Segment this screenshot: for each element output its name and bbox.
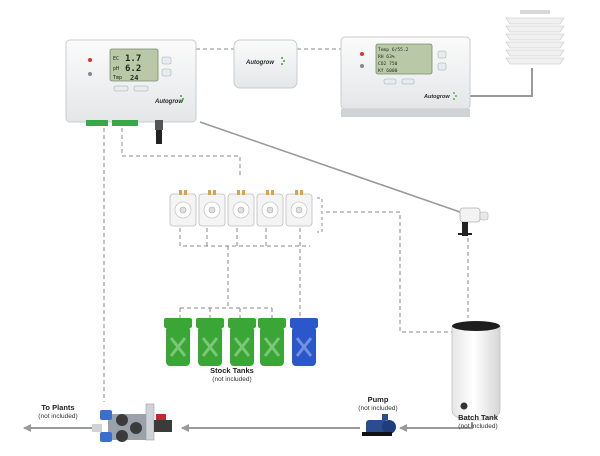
stock-tank-green-icon bbox=[196, 318, 224, 366]
link-climate-sensor bbox=[470, 68, 533, 97]
lcd-row3-tag: Tmp bbox=[113, 75, 122, 81]
stock-tank-green-icon bbox=[228, 318, 256, 366]
climate-brand: Autogrow bbox=[423, 94, 450, 100]
terminal-block-2 bbox=[112, 120, 138, 126]
controller-button-4 bbox=[133, 85, 149, 92]
stock-tanks-note: (not included) bbox=[212, 375, 252, 383]
peristaltic-doser-icon bbox=[198, 190, 226, 227]
arrow-batch-pump bbox=[399, 422, 473, 432]
peristaltic-doser-icon bbox=[227, 190, 255, 227]
controller-lcd bbox=[109, 48, 159, 82]
doser-bracket-right bbox=[317, 197, 323, 233]
link-manifold-tanks bbox=[179, 246, 273, 320]
leaf-logo-icon bbox=[281, 57, 285, 65]
pump-icon bbox=[362, 414, 396, 436]
to-plants-label: To Plants (not included) bbox=[16, 403, 100, 420]
solenoid-valves-icon bbox=[92, 403, 172, 442]
link-controller-dosers bbox=[121, 128, 241, 178]
stock-tanks-label: Stock Tanks (not included) bbox=[184, 366, 280, 383]
controller-button-3 bbox=[113, 85, 129, 92]
peristaltic-doser-icon bbox=[285, 190, 313, 227]
link-dosers-batch bbox=[326, 211, 452, 333]
doser-bank bbox=[169, 190, 313, 227]
leaf-logo-icon bbox=[180, 95, 184, 103]
doser-manifold bbox=[179, 228, 310, 247]
climate-lcd-line2: RH 63% bbox=[378, 54, 395, 60]
climate-button-3 bbox=[383, 78, 397, 85]
peristaltic-doser-icon bbox=[169, 190, 197, 227]
lcd-row3-value: 24 bbox=[130, 74, 138, 82]
controller-brand: Autogrow bbox=[154, 99, 183, 105]
bridge-brand: Autogrow bbox=[245, 60, 274, 66]
sensor-housing-icon bbox=[505, 10, 565, 65]
climate-lcd-line1: Temp 6/55.2 bbox=[378, 47, 409, 53]
pump-note: (not included) bbox=[358, 404, 398, 412]
stock-tanks-title: Stock Tanks bbox=[210, 366, 254, 375]
link-controller-probe bbox=[199, 121, 461, 213]
lcd-row2-tag: pH bbox=[113, 66, 119, 72]
pump-title: Pump bbox=[367, 395, 389, 404]
batch-tank-title: Batch Tank bbox=[458, 413, 498, 422]
status-led-red bbox=[360, 52, 364, 56]
climate-controller: Temp 6/55.2 RH 63% CO2 750 Kf 6000 Autog… bbox=[340, 36, 471, 117]
leaf-logo-icon bbox=[453, 92, 457, 100]
status-led-2 bbox=[88, 72, 92, 76]
to-plants-title: To Plants bbox=[41, 403, 75, 412]
terminal-block-1 bbox=[86, 120, 108, 126]
connection-lines bbox=[23, 48, 533, 432]
peristaltic-doser-icon bbox=[256, 190, 284, 227]
climate-lcd-line4: Kf 6000 bbox=[378, 68, 398, 74]
pump-label: Pump (not included) bbox=[338, 395, 418, 412]
stock-tanks bbox=[164, 318, 318, 366]
controller-button-2 bbox=[161, 68, 172, 77]
stock-tank-blue-icon bbox=[290, 318, 318, 366]
lcd-row1-value: 1.7 bbox=[125, 54, 141, 64]
controller-button-1 bbox=[161, 56, 172, 65]
climate-lcd-line3: CO2 750 bbox=[378, 61, 398, 67]
climate-button-4 bbox=[401, 78, 415, 85]
to-plants-note: (not included) bbox=[38, 412, 78, 420]
stock-tank-green-icon bbox=[258, 318, 286, 366]
status-led-2 bbox=[360, 64, 364, 68]
dosing-controller: EC 1.7 pH 6.2 Tmp 24 Autogrow bbox=[65, 39, 197, 144]
batch-tank-icon bbox=[451, 321, 501, 421]
batch-tank-note: (not included) bbox=[458, 422, 498, 430]
probe-sensor-icon bbox=[458, 207, 489, 236]
lcd-row2-value: 6.2 bbox=[125, 64, 141, 74]
climate-button-2 bbox=[437, 62, 447, 71]
batch-tank-label: Batch Tank (not included) bbox=[428, 413, 528, 430]
status-led-red bbox=[88, 58, 92, 62]
lcd-row1-tag: EC bbox=[113, 56, 119, 62]
climate-lcd bbox=[375, 43, 433, 75]
stock-tank-green-icon bbox=[164, 318, 192, 366]
climate-button-1 bbox=[437, 50, 447, 59]
bridge-device: Autogrow bbox=[233, 39, 298, 89]
bnc-connector bbox=[155, 120, 163, 130]
